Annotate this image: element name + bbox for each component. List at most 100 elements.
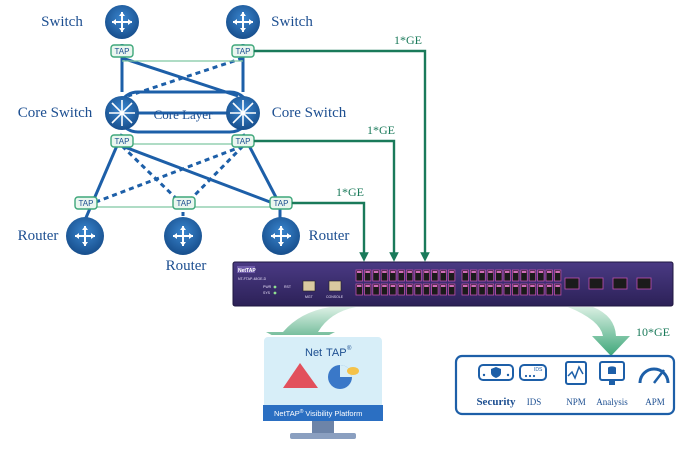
sfp-port[interactable] (520, 269, 528, 282)
port-led (555, 271, 560, 273)
router-right-node[interactable] (262, 217, 300, 255)
sfp-port[interactable] (405, 283, 414, 296)
sfp-port[interactable] (422, 269, 431, 282)
port-led (424, 271, 429, 273)
visibility-platform-monitor[interactable]: Net TAP ® NetTAP®Visibility Platform (262, 335, 384, 439)
tools-panel: Security IDS IDS NPM Analysis APM (454, 354, 676, 416)
port-led (449, 285, 454, 287)
link-core-right-router-mid (183, 144, 245, 207)
sfp-port[interactable] (389, 269, 397, 282)
tool-security[interactable]: Security (476, 364, 516, 408)
shield-server-icon (478, 364, 514, 381)
sfp-port[interactable] (554, 269, 562, 282)
sfp-port[interactable] (363, 283, 372, 296)
port-led (441, 271, 446, 273)
sfp-port[interactable] (495, 269, 503, 282)
sfp-port[interactable] (469, 269, 478, 282)
tool-ids[interactable]: IDS IDS (519, 364, 547, 407)
sfp-port[interactable] (447, 269, 456, 282)
sfp-port[interactable] (478, 269, 486, 282)
tap-core-right[interactable]: TAP (231, 134, 255, 148)
link-cross-solid (121, 56, 239, 98)
sfp-port[interactable] (512, 283, 520, 296)
sfp-port[interactable] (439, 269, 447, 282)
tap-switch-left[interactable]: TAP (110, 44, 134, 58)
sfp-port[interactable] (537, 283, 545, 296)
nettap-device[interactable]: NetTAP NT-FTAP-48GE-D PWR SYS RST MGT CO… (232, 261, 674, 307)
sfp-port[interactable] (528, 283, 537, 296)
port-led (505, 271, 510, 273)
sfp-port[interactable] (397, 283, 405, 296)
sfp-port[interactable] (545, 269, 553, 282)
sfp-port[interactable] (537, 269, 545, 282)
sfp-port[interactable] (447, 283, 456, 296)
sfp-port[interactable] (469, 283, 478, 296)
switch-left-node[interactable] (105, 5, 139, 39)
sfp-port[interactable] (380, 283, 389, 296)
tap-router-mid[interactable]: TAP (172, 196, 196, 210)
sfp-port[interactable] (439, 283, 447, 296)
sfp-port[interactable] (461, 269, 469, 282)
sfp-10g-port[interactable] (636, 277, 652, 290)
sfp-port[interactable] (414, 269, 422, 282)
tap-router-right[interactable]: TAP (269, 196, 293, 210)
sfp-port[interactable] (389, 283, 397, 296)
sfp-port[interactable] (520, 283, 528, 296)
sfp-port[interactable] (503, 283, 511, 296)
ge-label-mid: 1*GE (367, 123, 395, 137)
console-port[interactable] (328, 280, 342, 292)
port-led (530, 285, 535, 287)
sfp-port[interactable] (414, 283, 422, 296)
port-led (538, 271, 544, 273)
sfp-10g-port[interactable] (588, 277, 604, 290)
sfp-port[interactable] (486, 283, 495, 296)
sfp-port[interactable] (355, 283, 363, 296)
router-mid-node[interactable] (164, 217, 202, 255)
sfp-port[interactable] (405, 269, 414, 282)
tap-router-left[interactable]: TAP (74, 196, 98, 210)
core-right-node[interactable] (226, 96, 260, 130)
port-led (399, 271, 404, 273)
sfp-port[interactable] (422, 283, 431, 296)
sfp-port[interactable] (372, 269, 380, 282)
monitor-footer-bar (263, 405, 383, 421)
tool-apm[interactable]: APM (638, 367, 670, 407)
tool-npm[interactable]: NPM (565, 361, 587, 407)
port-led (488, 285, 493, 287)
sfp-port[interactable] (363, 269, 372, 282)
link-core-left-router-right (121, 144, 279, 207)
device-logo-badge (237, 266, 255, 273)
router-left-node[interactable] (66, 217, 104, 255)
mgmt-port[interactable] (302, 280, 316, 292)
sfp-port[interactable] (554, 283, 562, 296)
tap-switch-right[interactable]: TAP (231, 44, 255, 58)
tool-analysis[interactable]: Analysis (596, 361, 628, 407)
tap-core-left[interactable]: TAP (110, 134, 134, 148)
ge-feeds (254, 49, 430, 262)
sfp-port[interactable] (372, 283, 380, 296)
sfp-10g-port[interactable] (564, 277, 580, 290)
port-led (399, 285, 404, 287)
sfp-port[interactable] (512, 269, 520, 282)
switch-left-label: Switch (41, 14, 83, 30)
sfp-port[interactable] (431, 283, 439, 296)
sfp-port[interactable] (478, 283, 486, 296)
switch-right-node[interactable] (226, 5, 260, 39)
sfp-port[interactable] (495, 283, 503, 296)
device-led-pwr: PWR (263, 285, 272, 289)
sfp-port[interactable] (461, 283, 469, 296)
sfp-port[interactable] (380, 269, 389, 282)
sfp-port[interactable] (431, 269, 439, 282)
device-brand: NetTAP (238, 268, 256, 274)
sfp-port[interactable] (503, 269, 511, 282)
sfp-port[interactable] (355, 269, 363, 282)
core-left-node[interactable] (105, 96, 139, 130)
sfp-port[interactable] (486, 269, 495, 282)
port-led (441, 285, 446, 287)
sfp-port[interactable] (528, 269, 537, 282)
sfp-10g-ports (564, 277, 652, 290)
sfp-10g-port[interactable] (612, 277, 628, 290)
sfp-port[interactable] (545, 283, 553, 296)
port-led (496, 285, 502, 287)
sfp-port[interactable] (397, 269, 405, 282)
